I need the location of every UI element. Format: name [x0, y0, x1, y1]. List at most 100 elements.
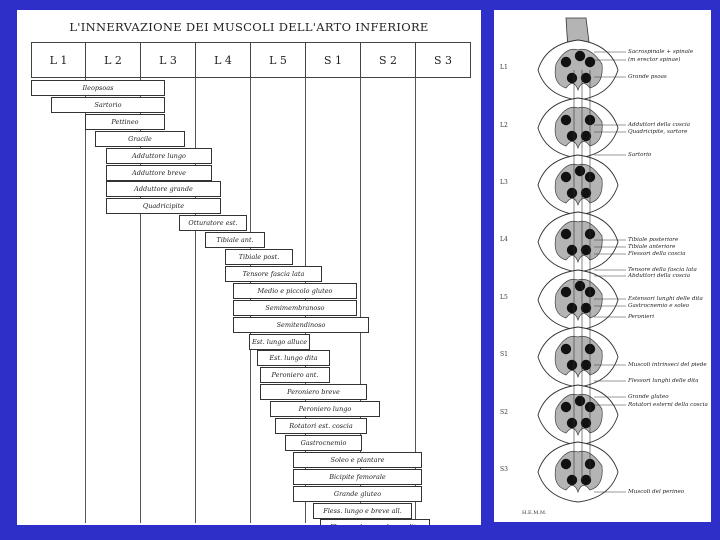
muscle-bar: Tibiale post.: [225, 249, 293, 265]
motor-nucleus-dot: [574, 395, 586, 407]
muscle-bar: Gastrocnemio: [285, 434, 362, 451]
motor-nucleus-dot: [574, 165, 586, 177]
muscle-label: Flessori della coscia: [628, 251, 686, 257]
motor-nucleus-dot: [560, 228, 572, 240]
motor-nucleus-dot: [560, 114, 572, 126]
column-divider: [140, 78, 141, 523]
motor-nucleus-dot: [574, 50, 586, 62]
muscle-label: Tibiale anteriore: [628, 244, 676, 250]
muscle-bar: Semitendinoso: [233, 316, 369, 333]
column-header: S 1: [305, 42, 361, 78]
motor-nucleus-dot: [580, 474, 592, 486]
column-header: S 3: [415, 42, 471, 78]
credit-text: H.E.M.M.: [522, 510, 547, 516]
column-header: L 1: [31, 42, 86, 78]
muscle-bar: Quadricipite: [106, 198, 221, 215]
muscle-bar: Pettineo: [85, 113, 165, 130]
motor-nucleus-dot: [566, 244, 578, 256]
muscle-label: Grande psoas: [628, 74, 667, 80]
column-divider: [415, 78, 416, 523]
muscle-bar: Fless. lungo e breve all.: [313, 502, 412, 519]
muscle-bar: Peroniero breve: [260, 384, 367, 401]
motor-nucleus-dot: [580, 244, 592, 256]
table-title: L'INNERVAZIONE DEI MUSCOLI DELL'ARTO INF…: [69, 20, 429, 34]
segment-label: L4: [500, 236, 508, 243]
motor-nucleus-dot: [580, 302, 592, 314]
motor-nucleus-dot: [566, 72, 578, 84]
motor-nucleus-dot: [560, 56, 572, 68]
muscle-label: Sacrospinale + spinale: [628, 49, 694, 55]
muscle-bar: Adduttore breve: [106, 164, 212, 181]
muscle-label: Tensore della fascia lata: [628, 267, 697, 273]
muscle-bar: Semimembranoso: [233, 299, 357, 316]
motor-nucleus-dot: [580, 72, 592, 84]
muscle-label: Grande gluteo: [628, 394, 669, 400]
segment-label: L3: [500, 179, 508, 186]
muscle-label: Flessori lunghi delle dita: [628, 378, 699, 384]
muscle-bar: Medio e piccolo gluteo: [233, 282, 357, 299]
column-header: L 2: [85, 42, 141, 78]
motor-nucleus-dot: [560, 458, 572, 470]
muscle-label: Muscoli intrinseci del piede: [628, 362, 707, 368]
muscle-bar: Peroniero ant.: [260, 367, 330, 384]
muscle-label: (m erector spinae): [628, 57, 681, 63]
muscle-bar: Gracile: [95, 130, 185, 147]
muscle-label: Sartorio: [628, 152, 652, 158]
motor-nucleus-dot: [580, 417, 592, 429]
muscle-bar: Rotatori est. coscia: [275, 418, 367, 434]
muscle-bar: Tensore fascia lata: [225, 265, 322, 282]
muscle-label: Rotatori esterni della coscia: [628, 402, 708, 408]
innervation-table-panel: L'INNERVAZIONE DEI MUSCOLI DELL'ARTO INF…: [17, 10, 481, 525]
motor-nucleus-dot: [560, 286, 572, 298]
gray-matter: [554, 106, 603, 150]
muscle-bar: Soleo e plantare: [293, 451, 422, 468]
segment-label: L2: [500, 122, 508, 129]
gray-matter: [554, 220, 603, 264]
column-divider: [360, 78, 361, 523]
segment-label: S3: [500, 466, 508, 473]
muscle-bar: Adduttore grande: [106, 181, 221, 198]
motor-nucleus-dot: [580, 187, 592, 199]
segment-label: S1: [500, 351, 508, 358]
gray-matter: [554, 335, 603, 379]
motor-nucleus-dot: [580, 359, 592, 371]
muscle-bar: Bicipite femorale: [293, 468, 422, 485]
motor-nucleus-dot: [560, 171, 572, 183]
column-divider: [85, 78, 86, 523]
muscle-label: Abduttori della coscia: [628, 273, 691, 279]
motor-nucleus-dot: [560, 401, 572, 413]
muscle-label: Tibiale posteriore: [628, 237, 679, 243]
motor-nucleus-dot: [574, 280, 586, 292]
motor-nucleus-dot: [566, 474, 578, 486]
motor-nucleus-dot: [580, 130, 592, 142]
muscle-bar: Tibiale ant.: [205, 232, 265, 249]
column-header: L 3: [140, 42, 196, 78]
muscle-bar: Grande gluteo: [293, 485, 422, 502]
muscle-bar: Peroniero lungo: [270, 401, 380, 418]
motor-nucleus-dot: [566, 359, 578, 371]
gray-matter: [554, 450, 603, 494]
motor-nucleus-dot: [566, 187, 578, 199]
muscle-bar: Otturatore est.: [179, 215, 247, 232]
muscle-label: Muscoli del perineo: [628, 489, 685, 495]
muscle-bar: Ileopsoas: [31, 80, 165, 96]
muscle-bar: Sartorio: [51, 96, 165, 113]
muscle-label: Adduttori della coscia: [628, 122, 691, 128]
motor-nucleus-dot: [560, 343, 572, 355]
muscle-bar: Adduttore lungo: [106, 147, 212, 164]
muscle-label: Gastrocnemio e soleo: [628, 303, 690, 309]
motor-nucleus-dot: [566, 130, 578, 142]
muscle-bar: Est. lungo alluce: [249, 333, 310, 350]
column-header: S 2: [360, 42, 416, 78]
spinal-cord-illustration: [537, 17, 626, 503]
muscle-bar: Est. lungo dita: [257, 350, 330, 367]
column-header: L 5: [250, 42, 306, 78]
segment-label: L5: [500, 294, 508, 301]
column-header: L 4: [195, 42, 251, 78]
segment-label: L1: [500, 64, 508, 71]
motor-nucleus-dot: [566, 302, 578, 314]
muscle-label: Estensori lunghi delle dita: [628, 296, 703, 302]
muscle-bar: Flessore lungo e breve dita: [320, 519, 430, 525]
column-divider: [195, 78, 196, 523]
